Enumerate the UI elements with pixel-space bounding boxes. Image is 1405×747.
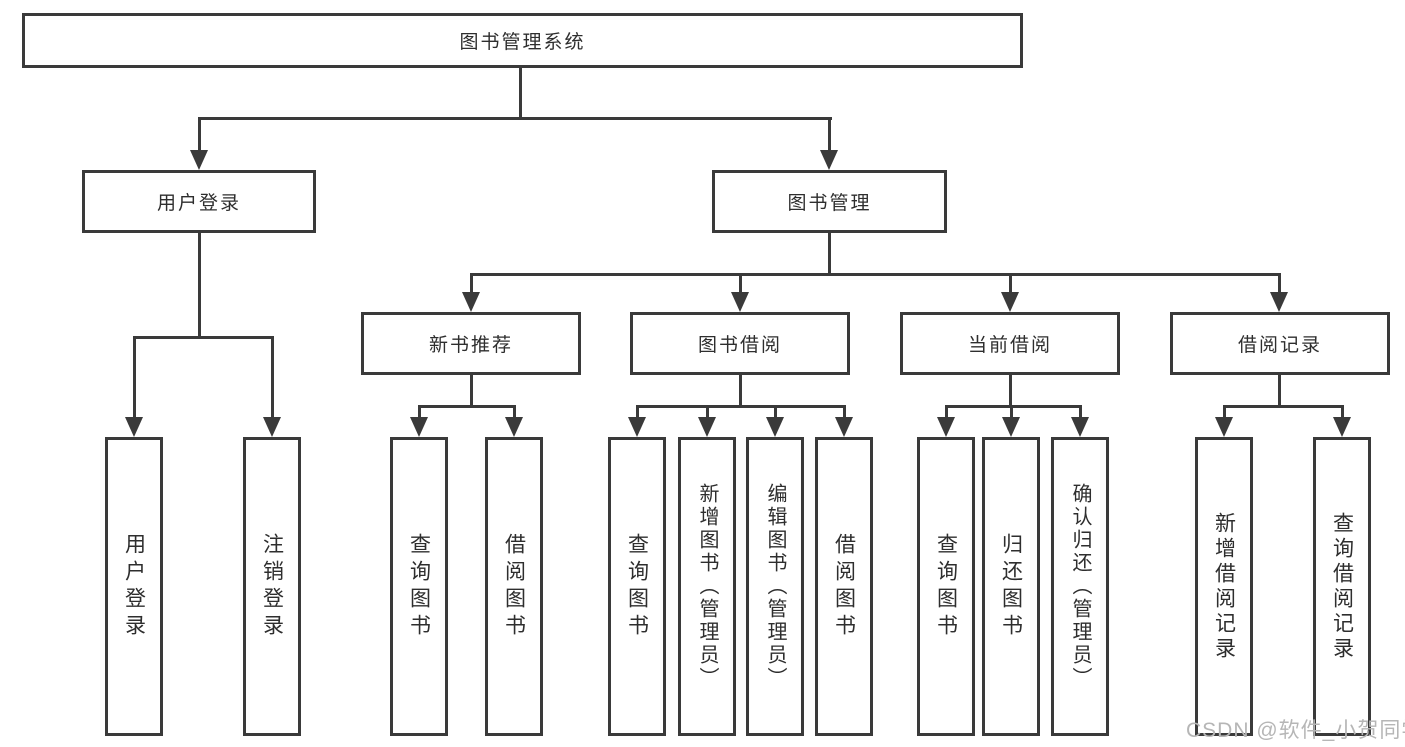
connector-line (1223, 405, 1226, 420)
leaf-return-books: 归还图书 (982, 437, 1040, 736)
node-current-borrowing: 当前借阅 (900, 312, 1120, 375)
arrowhead-down (1071, 417, 1089, 437)
leaf-query-books-recommend: 查询图书 (390, 437, 448, 736)
connector-line (470, 273, 473, 295)
node-book-borrowing: 图书借阅 (630, 312, 850, 375)
connector-line (198, 233, 201, 339)
arrowhead-down (731, 292, 749, 312)
leaf-logout: 注销登录 (243, 437, 301, 736)
connector-line (1009, 375, 1012, 408)
connector-line (1223, 405, 1344, 408)
connector-line (636, 405, 639, 420)
connector-line (706, 405, 709, 420)
connector-line (1278, 375, 1281, 408)
connector-line (843, 405, 846, 420)
arrowhead-down (820, 150, 838, 170)
connector-line (945, 405, 1082, 408)
connector-line (198, 117, 832, 120)
connector-line (198, 117, 201, 152)
arrowhead-down (766, 417, 784, 437)
connector-line (1278, 273, 1281, 295)
connector-line (636, 405, 846, 408)
arrowhead-down (628, 417, 646, 437)
arrowhead-down (835, 417, 853, 437)
connector-line (739, 375, 742, 408)
connector-line (1010, 405, 1013, 420)
arrowhead-down (505, 417, 523, 437)
arrowhead-down (1001, 292, 1019, 312)
node-book-management: 图书管理 (712, 170, 947, 233)
connector-line (739, 273, 742, 295)
arrowhead-down (698, 417, 716, 437)
connector-line (418, 405, 421, 420)
connector-line (418, 405, 516, 408)
leaf-borrow-books-recommend: 借阅图书 (485, 437, 543, 736)
connector-line (828, 233, 831, 275)
connector-line (271, 336, 274, 419)
arrowhead-down (263, 417, 281, 437)
connector-line (513, 405, 516, 420)
connector-line (133, 336, 274, 339)
arrowhead-down (1333, 417, 1351, 437)
connector-line (519, 68, 522, 119)
connector-line (774, 405, 777, 420)
leaf-add-book-admin: 新增图书（管理员） (678, 437, 736, 736)
arrowhead-down (125, 417, 143, 437)
leaf-confirm-return-admin: 确认归还（管理员） (1051, 437, 1109, 736)
node-new-book-recommend: 新书推荐 (361, 312, 581, 375)
leaf-borrow-books-borrowing: 借阅图书 (815, 437, 873, 736)
leaf-query-books-current: 查询图书 (917, 437, 975, 736)
connector-line (470, 375, 473, 408)
arrowhead-down (1215, 417, 1233, 437)
connector-line (1079, 405, 1082, 420)
arrowhead-down (462, 292, 480, 312)
connector-line (1341, 405, 1344, 420)
arrowhead-down (937, 417, 955, 437)
leaf-edit-book-admin: 编辑图书（管理员） (746, 437, 804, 736)
arrowhead-down (1002, 417, 1020, 437)
leaf-user-login: 用户登录 (105, 437, 163, 736)
leaf-query-borrow-record: 查询借阅记录 (1313, 437, 1371, 736)
connector-line (133, 336, 136, 419)
csdn-watermark: CSDN @软件_小贺同学 (1186, 719, 1405, 742)
node-user-login: 用户登录 (82, 170, 316, 233)
leaf-query-books-borrowing: 查询图书 (608, 437, 666, 736)
arrowhead-down (1270, 292, 1288, 312)
arrowhead-down (190, 150, 208, 170)
arrowhead-down (410, 417, 428, 437)
connector-line (828, 117, 831, 152)
leaf-add-borrow-record: 新增借阅记录 (1195, 437, 1253, 736)
connector-line (945, 405, 948, 420)
node-library-system: 图书管理系统 (22, 13, 1023, 68)
connector-line (470, 273, 1281, 276)
connector-line (1009, 273, 1012, 295)
node-borrowing-records: 借阅记录 (1170, 312, 1390, 375)
